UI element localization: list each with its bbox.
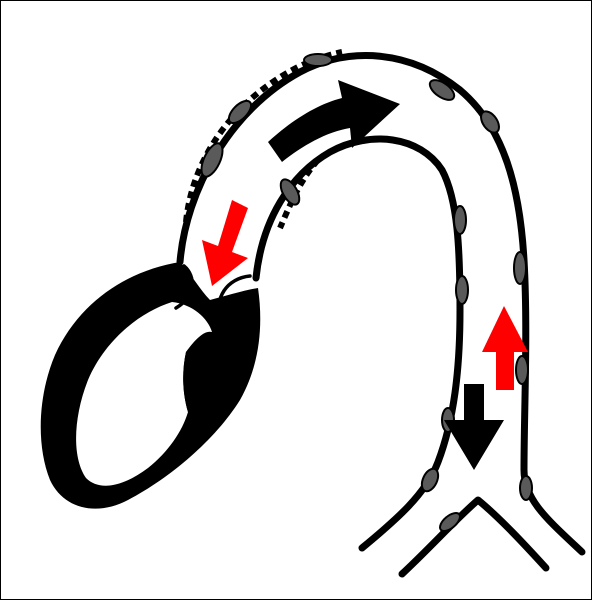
- diagram-canvas: [0, 0, 592, 600]
- diagram-frame: [0, 0, 592, 600]
